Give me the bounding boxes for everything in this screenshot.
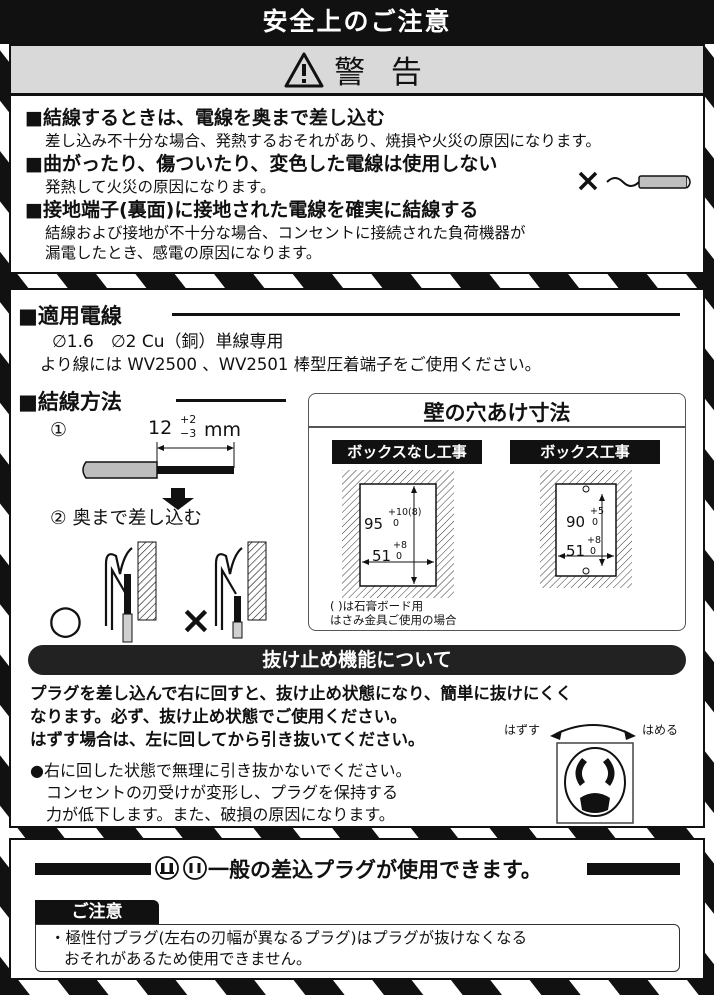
caution-line: ・極性付プラグ(左右の刃幅が異なるプラグ)はプラグが抜けなくなる [50, 929, 528, 947]
step-2-instruction: ② 奥まで差し込む [50, 508, 202, 529]
correct-mark: ○ [48, 597, 83, 643]
caution-box: ・極性付プラグ(左右の刃幅が異なるプラグ)はプラグが抜けなくなる おそれがあるた… [35, 924, 680, 972]
caution-label: ご注意 [35, 900, 159, 924]
box-height-tolerance-plus: +5 [590, 506, 605, 517]
hole-title-divider [308, 426, 686, 428]
lock-paragraph-line: なります。必ず、抜け止め状態でご使用ください。 [30, 707, 407, 726]
no-box-width-tolerance-minus: 0 [396, 551, 403, 562]
box-width-tolerance-minus: 0 [590, 546, 597, 557]
down-arrow-icon [162, 488, 194, 510]
applicable-wire-heading: 適用電線 [18, 300, 122, 330]
strip-length-tolerance-plus: +2 [180, 413, 197, 426]
section-divider [172, 313, 680, 316]
caution-line: おそれがあるため使用できません。 [64, 950, 312, 968]
lock-paragraph-line: はずす場合は、左に回してから引き抜いてください。 [30, 730, 425, 749]
heading-bar-left [35, 863, 151, 875]
warning-header: 警 告 [11, 46, 703, 96]
warning-item-desc: 差し込み不十分な場合、発熱するおそれがあり、焼損や火災の原因になります。 [45, 132, 601, 150]
remove-label: はずす [504, 723, 541, 737]
hole-dimension-title: 壁の穴あけ寸法 [423, 401, 571, 425]
warning-item-title: 曲がったり、傷ついたり、変色した電線は使用しない [25, 152, 697, 177]
warning-panel: 警 告 結線するときは、電線を奥まで差し込む 差し込み不十分な場合、発熱するおそ… [9, 44, 705, 274]
attach-label: はめる [642, 723, 679, 737]
no-box-height-value: 95 [364, 515, 384, 533]
wiring-method-heading: 結線方法 [18, 386, 122, 416]
strip-length-value: 12 [148, 417, 173, 439]
heading-bar-right [587, 863, 680, 875]
warning-list: 結線するときは、電線を奥まで差し込む 差し込み不十分な場合、発熱するおそれがあり… [25, 106, 697, 263]
section-divider [176, 399, 286, 402]
lock-function-heading: 抜け止め機能について [28, 645, 686, 675]
strip-length-tolerance-minus: −3 [180, 427, 197, 440]
clip-note: はさみ金具ご使用の場合 [330, 613, 457, 627]
incorrect-mark: × [180, 598, 212, 642]
warning-item-desc: 結線および接地が不十分な場合、コンセントに接続された負荷機器が [45, 224, 526, 242]
box-height-value: 90 [566, 513, 586, 531]
general-plug-heading: 一般の差込プラグが使用できます。 [208, 858, 542, 882]
lock-bullet-line: コンセントの刃受けが変形し、プラグを保持する [46, 783, 399, 802]
stranded-wire-note: より線には WV2500 、WV2501 棒型圧着端子をご使用ください。 [40, 355, 542, 374]
standard-plug-icon [183, 856, 207, 880]
gypsum-board-note: ( )は石膏ボード用 [330, 599, 424, 613]
box-height-tolerance-minus: 0 [592, 517, 599, 528]
warning-triangle-icon [284, 52, 324, 87]
box-hole-diagram [540, 470, 632, 588]
polarized-plug-icon [155, 856, 179, 880]
box-width-value: 51 [566, 542, 586, 560]
lock-paragraph-line: プラグを差し込んで右に回すと、抜け止め状態になり、簡単に抜けにくく [30, 684, 573, 703]
safety-notice-title: 安全上のご注意 [262, 7, 452, 36]
insertion-depth-illustration [104, 541, 267, 643]
lock-bullet-line: 力が低下します。また、破損の原因になります。 [46, 805, 395, 824]
wire-spec: ∅1.6 ∅2 Cu（銅）単線専用 [52, 332, 284, 352]
stripped-wire-illustration [82, 442, 235, 479]
no-box-width-tolerance-plus: +8 [393, 540, 408, 551]
strip-length-unit: mm [204, 419, 242, 441]
no-box-height-tolerance-minus: 0 [393, 518, 400, 529]
warning-item-desc: 漏電したとき、感電の原因になります。 [45, 244, 322, 262]
no-box-width-value: 51 [372, 547, 392, 565]
outlet-face-illustration [556, 742, 634, 824]
damaged-wire-illustration [578, 171, 691, 191]
warning-item-desc: 発熱して火災の原因になります。 [45, 178, 276, 196]
warning-item-title: 結線するときは、電線を奥まで差し込む [25, 106, 697, 131]
warning-item-title: 接地端子(裏面)に接地された電線を確実に結線する [25, 198, 697, 223]
step-1-marker: ① [50, 419, 68, 441]
lock-bullet-line: ●右に回した状態で無理に引き抜かないでください。 [30, 761, 412, 780]
box-label: ボックス工事 [510, 440, 660, 464]
no-box-label: ボックスなし工事 [332, 440, 482, 464]
no-box-hole-diagram [342, 470, 454, 598]
box-width-tolerance-plus: +8 [587, 535, 602, 546]
warning-label: 警 告 [334, 55, 430, 91]
rotate-arrow-icon [550, 724, 636, 740]
no-box-height-tolerance-plus: +10(8) [388, 507, 422, 518]
